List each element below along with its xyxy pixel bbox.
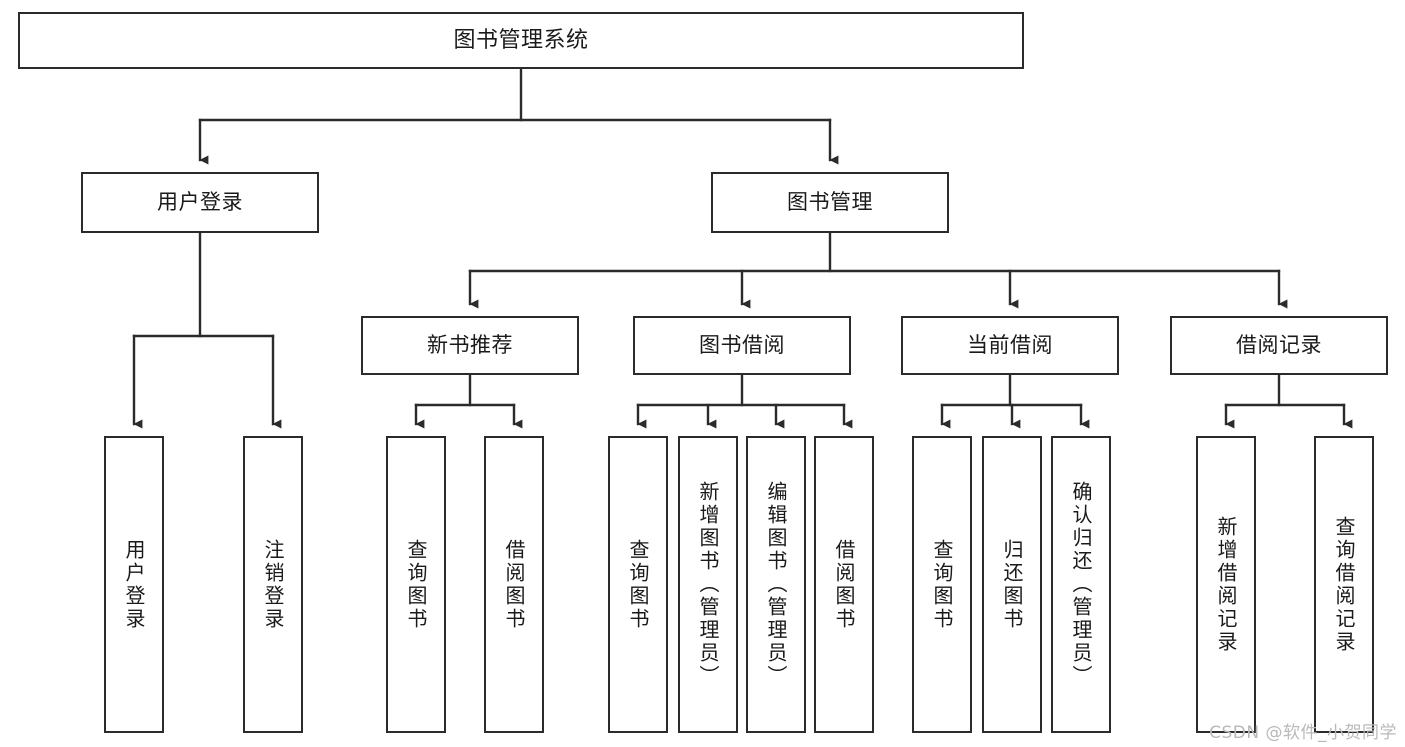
node-leaf-query-book-1[interactable]: 查询图书 <box>386 436 446 733</box>
node-leaf-add-book-label: 新增图书（管理员） <box>696 481 720 688</box>
node-borrow-record-label: 借阅记录 <box>1236 333 1322 358</box>
node-leaf-user-login[interactable]: 用户登录 <box>104 436 164 733</box>
node-borrow-record[interactable]: 借阅记录 <box>1170 316 1388 375</box>
node-leaf-return-book[interactable]: 归还图书 <box>982 436 1042 733</box>
node-leaf-query-book-3-label: 查询图书 <box>930 538 954 631</box>
node-current-borrow-label: 当前借阅 <box>967 333 1053 358</box>
node-leaf-query-book-1-label: 查询图书 <box>404 538 428 631</box>
node-book-borrow-label: 图书借阅 <box>699 333 785 358</box>
node-leaf-query-record-label: 查询借阅记录 <box>1332 515 1356 654</box>
node-new-book-recommend[interactable]: 新书推荐 <box>361 316 579 375</box>
node-leaf-borrow-book-2[interactable]: 借阅图书 <box>814 436 874 733</box>
node-leaf-logout[interactable]: 注销登录 <box>243 436 303 733</box>
node-leaf-return-book-label: 归还图书 <box>1000 538 1024 631</box>
node-root[interactable]: 图书管理系统 <box>18 12 1024 69</box>
node-book-manage-label: 图书管理 <box>787 190 873 215</box>
node-user-login[interactable]: 用户登录 <box>81 172 319 233</box>
node-leaf-borrow-book-1-label: 借阅图书 <box>502 538 526 631</box>
node-leaf-confirm-return[interactable]: 确认归还（管理员） <box>1051 436 1111 733</box>
node-leaf-borrow-book-1[interactable]: 借阅图书 <box>484 436 544 733</box>
node-leaf-user-login-label: 用户登录 <box>122 538 146 631</box>
node-leaf-add-record[interactable]: 新增借阅记录 <box>1196 436 1256 733</box>
node-new-book-recommend-label: 新书推荐 <box>427 333 513 358</box>
node-user-login-label: 用户登录 <box>157 190 243 215</box>
node-leaf-query-book-3[interactable]: 查询图书 <box>912 436 972 733</box>
node-leaf-confirm-return-label: 确认归还（管理员） <box>1069 481 1093 688</box>
node-leaf-add-record-label: 新增借阅记录 <box>1214 515 1238 654</box>
node-book-manage[interactable]: 图书管理 <box>711 172 949 233</box>
watermark: CSDN @软件_小贺同学 <box>1209 723 1397 743</box>
node-book-borrow[interactable]: 图书借阅 <box>633 316 851 375</box>
node-current-borrow[interactable]: 当前借阅 <box>901 316 1119 375</box>
node-leaf-query-book-2-label: 查询图书 <box>626 538 650 631</box>
node-leaf-logout-label: 注销登录 <box>261 538 285 631</box>
node-leaf-edit-book-label: 编辑图书（管理员） <box>764 481 788 688</box>
node-leaf-edit-book[interactable]: 编辑图书（管理员） <box>746 436 806 733</box>
node-leaf-query-book-2[interactable]: 查询图书 <box>608 436 668 733</box>
node-leaf-query-record[interactable]: 查询借阅记录 <box>1314 436 1374 733</box>
node-leaf-borrow-book-2-label: 借阅图书 <box>832 538 856 631</box>
node-leaf-add-book[interactable]: 新增图书（管理员） <box>678 436 738 733</box>
node-root-label: 图书管理系统 <box>453 27 589 53</box>
